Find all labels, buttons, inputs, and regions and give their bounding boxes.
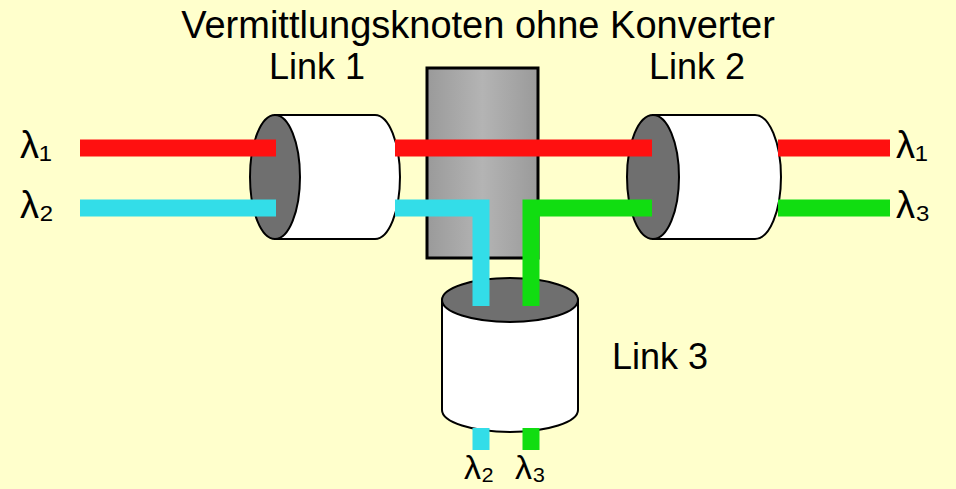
link-label: Link 3 <box>612 336 708 377</box>
edge-layer <box>395 148 652 306</box>
wavelength-label: λ₂ <box>464 450 494 484</box>
fiber-red <box>80 140 276 157</box>
fiber-green <box>778 200 890 217</box>
label-holder: λ₃ <box>515 450 546 484</box>
title-holder: Vermittlungsknoten ohne Konverter <box>0 4 956 48</box>
cylinder-face <box>627 115 679 239</box>
label-holder: λ₂ <box>464 450 494 484</box>
fiber-link: Link 1 <box>245 46 389 246</box>
fiber-cyan <box>473 428 490 450</box>
label-holder: λ₃ <box>896 186 930 224</box>
link-label: Link 1 <box>245 46 389 87</box>
wavelength-label: λ₃ <box>896 186 930 224</box>
fiber-green <box>523 428 540 450</box>
cylinder-face <box>442 278 578 322</box>
label-holder: λ₁ <box>896 126 928 164</box>
fiber-link: Link 2 <box>625 46 769 246</box>
fiber-cyan <box>80 200 276 217</box>
fiber-red <box>778 140 890 157</box>
wavelength-label: λ₁ <box>20 126 52 164</box>
wavelength-label: λ₁ <box>896 126 928 164</box>
fiber-connection <box>395 140 652 157</box>
label-holder: λ₁ <box>20 126 52 164</box>
link-label: Link 2 <box>625 46 769 87</box>
fiber-link: Link 3 <box>440 276 740 436</box>
cylinder-face <box>250 115 300 239</box>
title: Vermittlungsknoten ohne Konverter <box>181 4 775 48</box>
wavelength-label: λ₃ <box>515 450 546 484</box>
wavelength-label: λ₂ <box>20 186 54 224</box>
label-holder: λ₂ <box>20 186 54 224</box>
